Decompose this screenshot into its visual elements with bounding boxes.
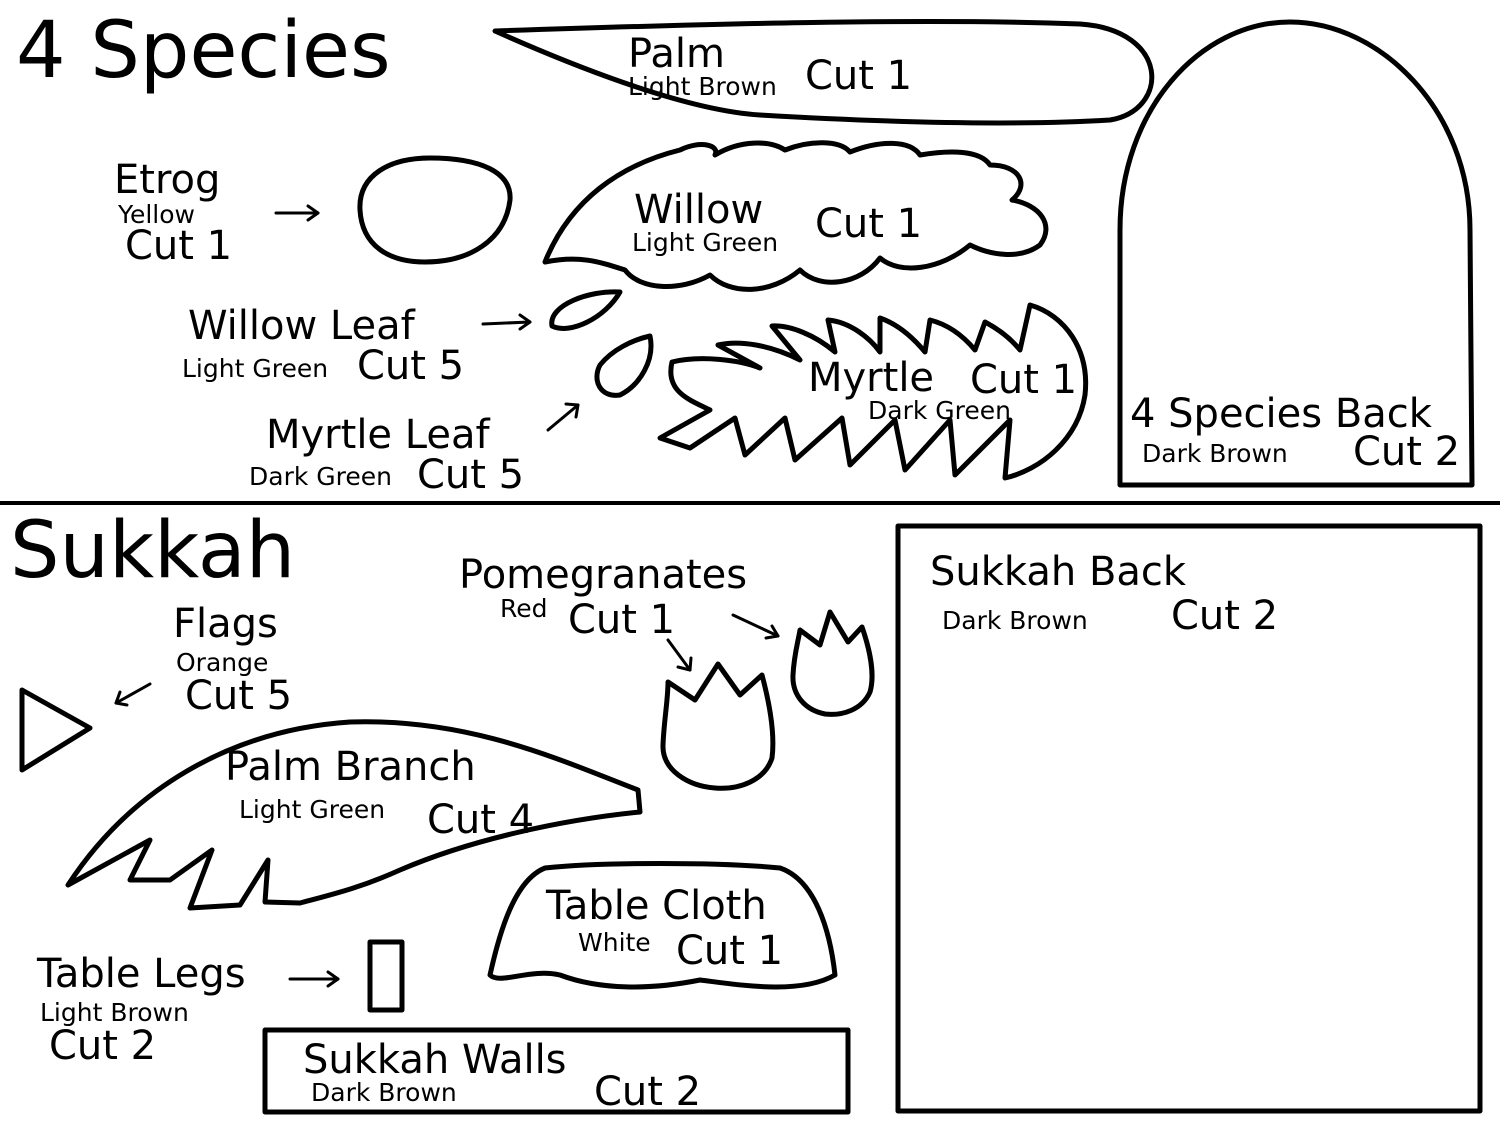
- palm-branch-cut: Cut 4: [427, 797, 535, 843]
- table-legs-color: Light Brown: [40, 998, 189, 1027]
- section-title-four-species: 4 Species: [16, 6, 391, 96]
- palm-cut: Cut 1: [805, 53, 913, 99]
- willow-cut: Cut 1: [815, 201, 923, 247]
- willow-leaf-name: Willow Leaf: [188, 303, 415, 349]
- table-legs-shape: [367, 939, 405, 1013]
- palm-name: Palm: [628, 31, 725, 77]
- sukkah-back-name: Sukkah Back: [930, 549, 1187, 595]
- species-back-cut: Cut 2: [1353, 429, 1461, 475]
- table-cloth-color: White: [578, 928, 651, 957]
- arrow-icon: [481, 313, 532, 331]
- section-title-sukkah: Sukkah: [10, 506, 296, 596]
- myrtle-leaf-name: Myrtle Leaf: [266, 412, 490, 458]
- pomegranates-color: Red: [500, 594, 548, 623]
- pomegranates-cut: Cut 1: [568, 597, 676, 643]
- species-back-color: Dark Brown: [1142, 439, 1288, 468]
- myrtle-leaf-shape: [594, 333, 654, 398]
- table-cloth-cut: Cut 1: [676, 928, 784, 974]
- myrtle-cut: Cut 1: [970, 357, 1078, 403]
- arrow-icon: [666, 638, 693, 672]
- arrow-icon: [288, 970, 340, 988]
- willow-name: Willow: [634, 187, 764, 233]
- arrow-icon: [546, 402, 580, 432]
- arrow-icon: [114, 682, 152, 707]
- arrow-icon: [731, 613, 780, 640]
- arrow-icon: [274, 204, 320, 222]
- myrtle-leaf-color: Dark Green: [249, 462, 392, 491]
- sukkah-walls-cut: Cut 2: [594, 1069, 702, 1115]
- etrog-color: Yellow: [118, 200, 195, 229]
- table-cloth-shape: [487, 861, 838, 990]
- sukkah-back-cut: Cut 2: [1171, 593, 1279, 639]
- myrtle-shape: [657, 302, 1089, 481]
- willow-color: Light Green: [632, 228, 779, 257]
- etrog-cut: Cut 1: [125, 223, 233, 269]
- sukkah-walls-color: Dark Brown: [311, 1078, 457, 1107]
- pomegranates-name: Pomegranates: [459, 552, 748, 598]
- palm-shape: [492, 19, 1155, 126]
- palm-color: Light Brown: [628, 72, 777, 101]
- flags-name: Flags: [173, 601, 278, 647]
- table-cloth-name: Table Cloth: [546, 883, 767, 929]
- palm-branch-color: Light Green: [239, 795, 386, 824]
- flag-shape: [19, 687, 93, 773]
- sukkah-back-shape: [895, 523, 1483, 1114]
- palm-branch-name: Palm Branch: [225, 744, 476, 790]
- willow-leaf-cut: Cut 5: [357, 343, 465, 389]
- willow-leaf-shape: [549, 289, 623, 331]
- sukkah-walls-name: Sukkah Walls: [303, 1037, 567, 1083]
- pomegranate-shape-2: [790, 609, 875, 717]
- myrtle-color: Dark Green: [868, 396, 1011, 425]
- table-legs-name: Table Legs: [37, 951, 246, 997]
- sukkah-walls-shape: [262, 1027, 851, 1115]
- sukkah-back-color: Dark Brown: [942, 606, 1088, 635]
- myrtle-leaf-cut: Cut 5: [417, 452, 525, 498]
- palm-branch-shape: [65, 719, 643, 911]
- myrtle-name: Myrtle: [808, 355, 935, 401]
- willow-leaf-color: Light Green: [182, 354, 329, 383]
- species-back-shape: [1117, 19, 1475, 488]
- pomegranate-shape-1: [660, 661, 776, 791]
- flags-color: Orange: [176, 648, 269, 677]
- species-back-name: 4 Species Back: [1130, 391, 1432, 437]
- etrog-shape: [357, 155, 513, 265]
- etrog-name: Etrog: [114, 157, 221, 203]
- flags-cut: Cut 5: [185, 673, 293, 719]
- willow-shape: [542, 140, 1049, 292]
- table-legs-cut: Cut 2: [49, 1023, 157, 1069]
